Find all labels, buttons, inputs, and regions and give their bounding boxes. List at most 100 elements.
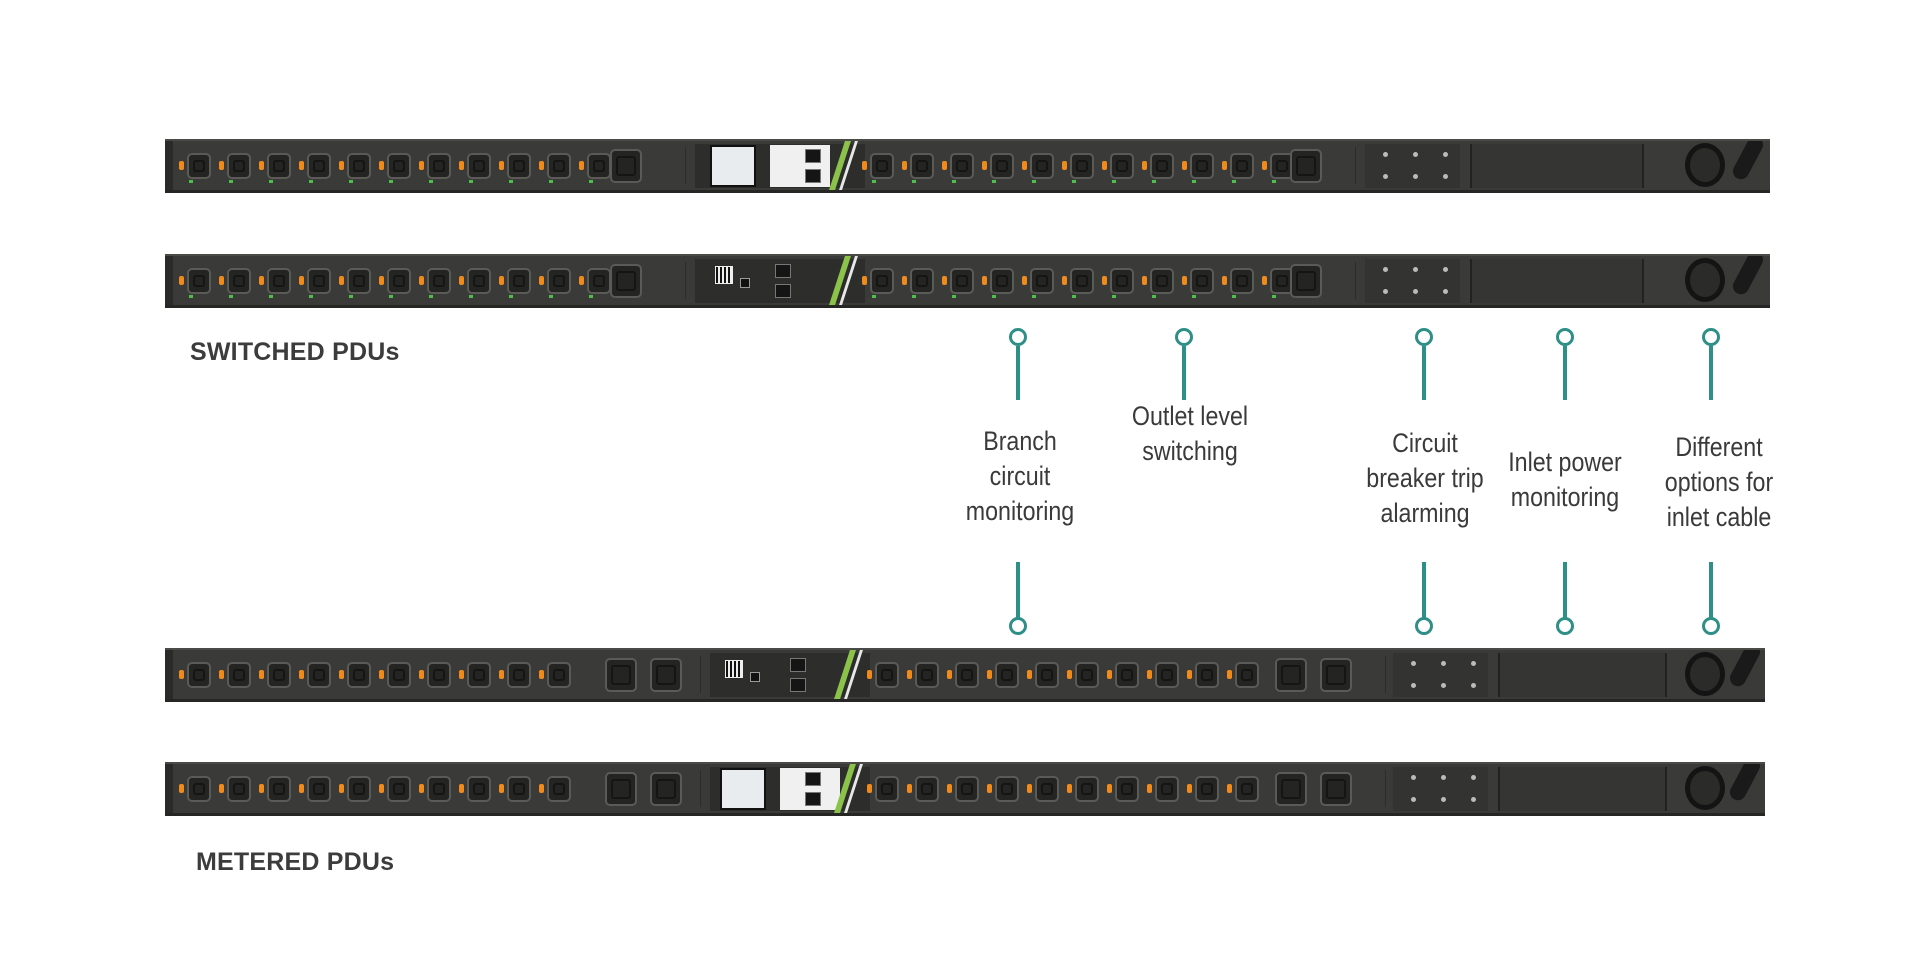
c13-outlet-icon [547, 662, 571, 688]
c13-outlet-icon [267, 662, 291, 688]
circuit-breakers [1365, 259, 1460, 303]
status-led [1227, 784, 1232, 793]
status-led [1022, 161, 1027, 170]
c13-outlet-icon [227, 662, 251, 688]
metered-pdus-label: METERED PDUs [196, 848, 395, 876]
switch-led [229, 295, 233, 298]
c13-outlet-icon [915, 662, 939, 688]
c13-outlet-icon [187, 268, 211, 294]
lcd-display-icon [710, 145, 756, 187]
status-led [947, 670, 952, 679]
status-led [1067, 670, 1072, 679]
segment-divider [700, 770, 701, 807]
switch-led [429, 180, 433, 183]
status-led [1022, 276, 1027, 285]
c13-outlet-icon [1150, 153, 1174, 179]
switch-led [1192, 180, 1196, 183]
status-led [219, 784, 224, 793]
c13-outlet-icon [267, 268, 291, 294]
status-led [339, 276, 344, 285]
c13-outlet-icon [915, 776, 939, 802]
ethernet-port-icon [790, 658, 806, 672]
status-led [907, 670, 912, 679]
status-led [539, 276, 544, 285]
switch-led [269, 180, 273, 183]
switch-led [872, 180, 876, 183]
status-led [862, 161, 867, 170]
c13-outlet-icon [990, 268, 1014, 294]
status-led [379, 784, 384, 793]
switch-led [309, 180, 313, 183]
c13-outlet-icon [347, 153, 371, 179]
status-led [1262, 161, 1267, 170]
c13-outlet-icon [587, 268, 611, 294]
c13-outlet-icon [307, 662, 331, 688]
status-led [379, 276, 384, 285]
switch-led [509, 295, 513, 298]
status-led [459, 161, 464, 170]
circuit-breakers [1393, 653, 1488, 697]
connector-dot [1415, 617, 1433, 635]
c19-outlet-icon [1275, 772, 1307, 806]
lcd-display-icon [720, 768, 766, 810]
c13-outlet-icon [1190, 268, 1214, 294]
status-led [579, 161, 584, 170]
switch-led [549, 180, 553, 183]
qr-code-icon [725, 660, 743, 678]
switch-led [349, 295, 353, 298]
inlet-cable-icon [1727, 650, 1763, 690]
c19-outlet-icon [605, 658, 637, 692]
status-led [539, 784, 544, 793]
switch-led [389, 180, 393, 183]
segment-divider [1355, 262, 1356, 299]
c13-outlet-icon [1110, 153, 1134, 179]
c13-outlet-icon [1115, 776, 1139, 802]
c13-outlet-icon [870, 153, 894, 179]
status-led [1062, 276, 1067, 285]
inlet-monitor-panel [1498, 767, 1667, 811]
status-led [299, 670, 304, 679]
c19-outlet-icon [650, 772, 682, 806]
status-led [987, 784, 992, 793]
c13-outlet-icon [1235, 662, 1259, 688]
c13-outlet-icon [950, 268, 974, 294]
c13-outlet-icon [427, 662, 451, 688]
end-cap [165, 650, 173, 699]
c13-outlet-icon [347, 776, 371, 802]
button-icon [750, 672, 760, 682]
c13-outlet-icon [187, 776, 211, 802]
status-led [1147, 784, 1152, 793]
end-cap [165, 141, 173, 190]
switch-led [309, 295, 313, 298]
ethernet-port-icon [790, 678, 806, 692]
connector-line [1016, 562, 1020, 618]
c13-outlet-icon [1110, 268, 1134, 294]
switch-led [1232, 180, 1236, 183]
c13-outlet-icon [227, 268, 251, 294]
switch-led [952, 180, 956, 183]
status-led [299, 784, 304, 793]
status-led [179, 161, 184, 170]
status-led [499, 670, 504, 679]
status-led [1107, 784, 1112, 793]
connector-dot [1415, 328, 1433, 346]
c13-outlet-icon [187, 662, 211, 688]
status-led [1107, 670, 1112, 679]
c19-outlet-icon [610, 149, 642, 183]
c13-outlet-icon [1195, 776, 1219, 802]
c13-outlet-icon [1030, 153, 1054, 179]
circuit-breakers [1393, 767, 1488, 811]
c13-outlet-icon [910, 153, 934, 179]
c13-outlet-icon [507, 662, 531, 688]
inlet-cable-icon [1727, 764, 1763, 804]
c13-outlet-icon [387, 776, 411, 802]
status-led [419, 276, 424, 285]
c13-outlet-icon [1070, 153, 1094, 179]
c13-outlet-icon [1070, 268, 1094, 294]
connector-line [1422, 562, 1426, 618]
c13-outlet-icon [875, 662, 899, 688]
status-led [539, 670, 544, 679]
inlet-gland-icon [1685, 258, 1725, 302]
